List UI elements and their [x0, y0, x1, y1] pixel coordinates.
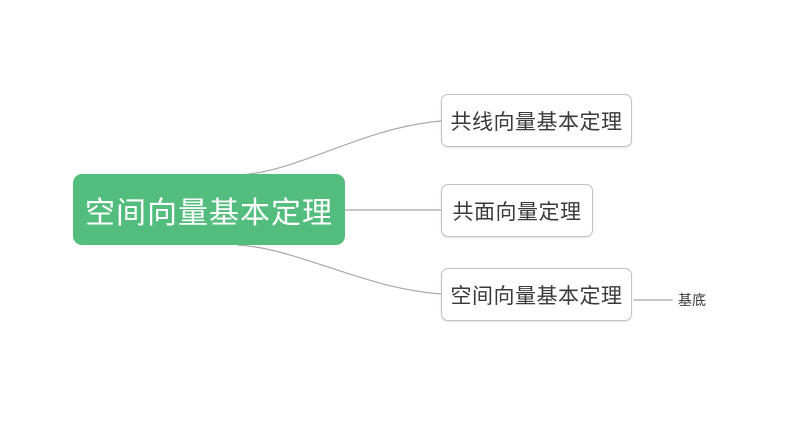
branch-node-1[interactable]: 共线向量基本定理 — [441, 94, 632, 147]
connector-root-to-branch-3 — [237, 244, 442, 295]
branch-node-1-label: 共线向量基本定理 — [450, 110, 623, 134]
branch-node-3[interactable]: 空间向量基本定理 — [441, 268, 632, 321]
root-node-label: 空间向量基本定理 — [85, 196, 333, 230]
branch-node-2[interactable]: 共面向量定理 — [441, 184, 593, 237]
branch-node-3-label: 空间向量基本定理 — [450, 284, 623, 308]
leaf-node-1-label: 基底 — [678, 292, 706, 308]
root-node[interactable]: 空间向量基本定理 — [73, 174, 345, 245]
leaf-node-1[interactable]: 基底 — [678, 289, 706, 311]
branch-node-2-label: 共面向量定理 — [452, 200, 582, 224]
connector-root-to-branch-1 — [237, 120, 442, 176]
